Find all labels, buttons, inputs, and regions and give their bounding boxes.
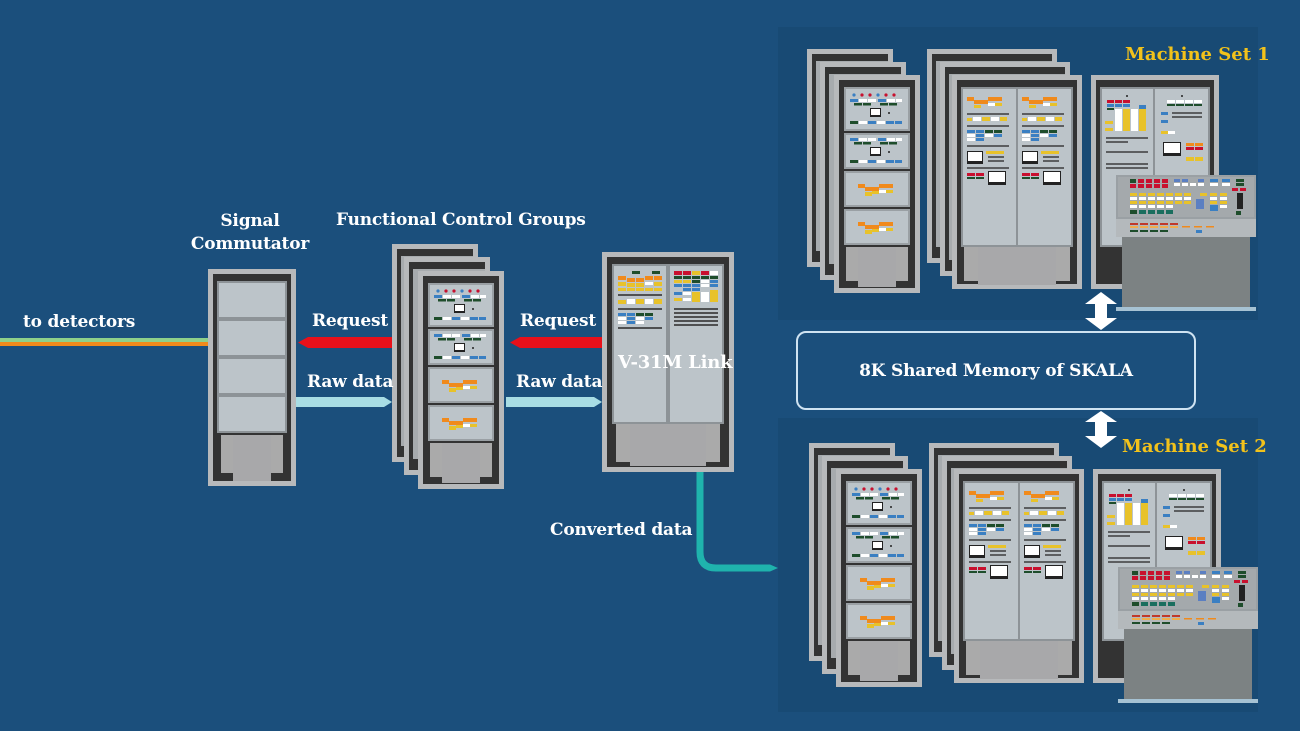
converted-data-label: Converted data — [550, 520, 693, 540]
request-arrow-1 — [298, 337, 394, 348]
request-arrow-2 — [510, 337, 602, 348]
detectors-label: to detectors — [23, 312, 136, 332]
signal-commutator-cabinet[interactable] — [208, 269, 296, 486]
shared-memory-label: 8K Shared Memory of SKALA — [859, 360, 1133, 381]
machine-set-1-title: Machine Set 1 — [1125, 44, 1270, 65]
signal-commutator-title-line2: Commutator — [190, 234, 310, 254]
detector-cable — [0, 338, 212, 346]
functional-control-groups-title: Functional Control Groups — [336, 210, 586, 230]
machine-set-2-title: Machine Set 2 — [1122, 436, 1267, 457]
request-label-1: Request — [312, 311, 389, 331]
v31m-link-label: V-31M Link — [618, 352, 733, 373]
machine-set-2-group-b[interactable] — [929, 443, 1084, 683]
machine-set-1-group-a[interactable] — [807, 49, 920, 293]
double-arrow-set1-memory — [1085, 292, 1117, 330]
double-arrow-memory-set2 — [1085, 411, 1117, 448]
raw-data-arrow-2 — [506, 397, 602, 407]
request-label-2: Request — [520, 311, 597, 331]
raw-data-label-1: Raw data — [307, 372, 394, 392]
machine-set-2-group-a[interactable] — [809, 443, 922, 687]
shared-memory-box[interactable]: 8K Shared Memory of SKALA — [796, 331, 1196, 410]
machine-set-2-console[interactable] — [1118, 567, 1258, 703]
functional-control-groups-cabinets[interactable] — [392, 244, 504, 489]
converted-data-line — [696, 472, 770, 572]
machine-set-1-group-b[interactable] — [927, 49, 1082, 289]
signal-commutator-title-line1: Signal — [220, 211, 280, 231]
machine-set-1-console[interactable] — [1116, 175, 1256, 311]
signal-commutator-title: Signal Commutator — [185, 210, 315, 256]
raw-data-label-2: Raw data — [516, 372, 603, 392]
v31m-link-cabinet[interactable] — [602, 252, 734, 472]
raw-data-arrow-1 — [296, 397, 392, 407]
